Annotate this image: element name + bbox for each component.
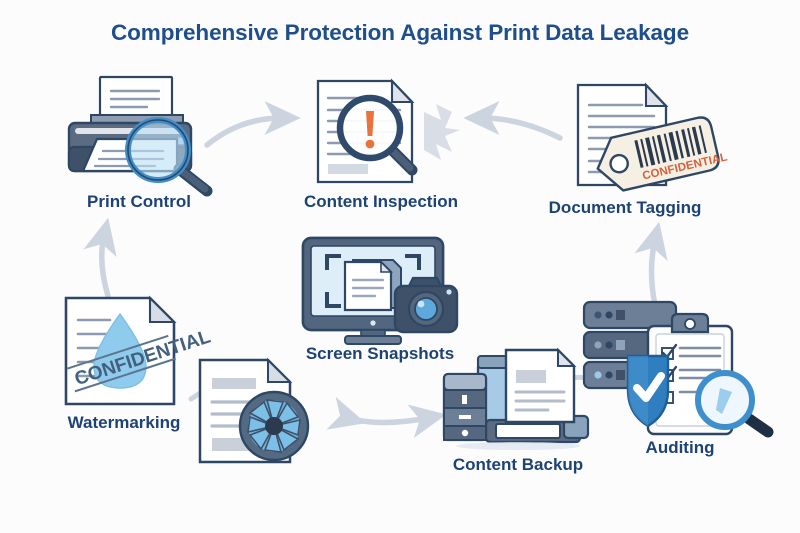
node-label-print-control: Print Control <box>87 192 191 211</box>
printer-with-magnifier-icon <box>67 75 213 197</box>
arrow-aperture-to-backup <box>326 396 447 438</box>
node-label-screen-snapshots: Screen Snapshots <box>305 344 455 363</box>
arrow-watermarking-to-print <box>83 217 117 299</box>
node-label-content-backup: Content Backup <box>452 455 584 474</box>
cabinet-document-printer-icon <box>442 347 590 450</box>
document-waterdrop-confidential-icon: CONFIDENTIAL <box>64 295 214 406</box>
node-label-content-inspection: Content Inspection <box>304 192 458 211</box>
node-label-document-tagging: Document Tagging <box>548 198 702 217</box>
server-clipboard-shield-magnifier-icon <box>582 300 774 438</box>
page-title: Comprehensive Protection Against Print D… <box>111 20 689 45</box>
arrow-tagging-to-inspection <box>463 100 563 141</box>
node-label-watermarking: Watermarking <box>67 413 181 432</box>
document-barcode-tag-icon: CONFIDENTIAL <box>576 82 729 192</box>
arrow-auditing-to-tagging <box>634 221 668 308</box>
node-label-auditing: Auditing <box>645 438 715 457</box>
document-magnifier-alert-icon <box>316 78 460 184</box>
monitor-camera-capture-icon <box>301 236 459 345</box>
document-aperture-shutter-icon <box>198 357 310 464</box>
